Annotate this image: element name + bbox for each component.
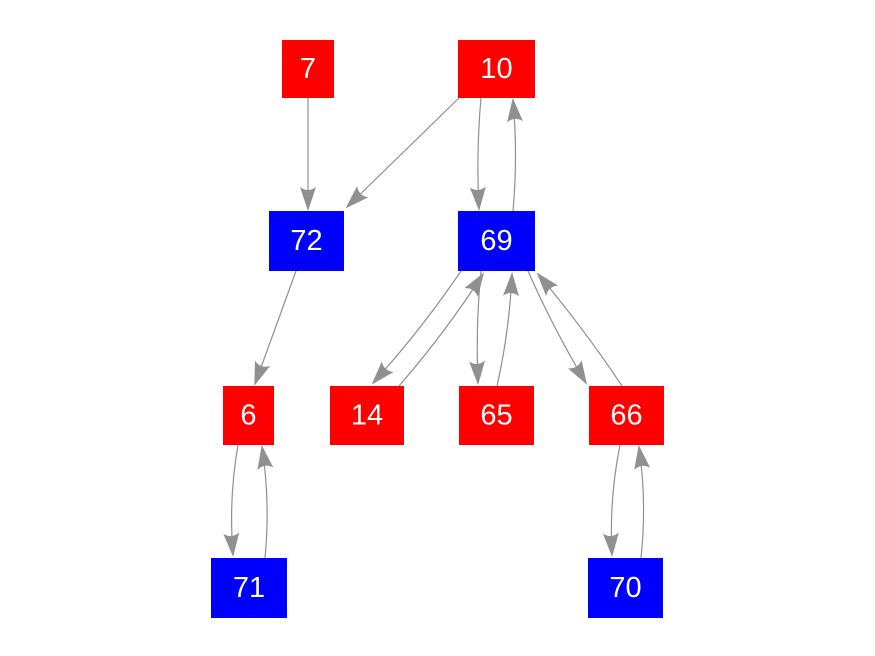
node-69-rect bbox=[458, 211, 535, 271]
node-71-label: 71 bbox=[233, 572, 265, 604]
edge-71-6 bbox=[257, 445, 274, 559]
edge-69-14 bbox=[371, 270, 462, 385]
node-7-label: 7 bbox=[300, 53, 316, 85]
node-6-label: 6 bbox=[240, 400, 256, 432]
edges-layer bbox=[223, 97, 651, 559]
edge-6-71 bbox=[223, 444, 240, 557]
node-70-rect bbox=[588, 558, 663, 618]
edge-69-66 bbox=[527, 270, 588, 385]
node-7-rect bbox=[282, 40, 334, 98]
nodes-layer: 7 10 72 69 6 14 65 66 71 70 bbox=[211, 40, 664, 618]
node-71: 71 bbox=[211, 558, 287, 618]
node-10-rect bbox=[458, 40, 535, 98]
node-14-rect bbox=[330, 386, 404, 445]
node-69-label: 69 bbox=[480, 225, 512, 257]
edge-72-6 bbox=[254, 270, 297, 386]
node-72-label: 72 bbox=[290, 225, 322, 257]
node-69: 69 bbox=[458, 211, 535, 271]
node-6-rect bbox=[223, 386, 274, 445]
edge-69-10 bbox=[507, 98, 523, 212]
node-10-label: 10 bbox=[480, 53, 512, 85]
node-66-label: 66 bbox=[610, 400, 642, 432]
node-14: 14 bbox=[330, 386, 404, 445]
edge-14-69 bbox=[398, 272, 485, 387]
node-65-rect bbox=[459, 386, 534, 445]
node-10: 10 bbox=[458, 40, 535, 98]
edge-10-69 bbox=[469, 97, 486, 211]
node-65: 65 bbox=[459, 386, 534, 445]
edge-65-69 bbox=[496, 272, 520, 387]
node-70: 70 bbox=[588, 558, 663, 618]
edge-70-66 bbox=[634, 445, 651, 559]
node-7: 7 bbox=[282, 40, 334, 98]
node-66-rect bbox=[589, 386, 664, 445]
node-72: 72 bbox=[269, 211, 344, 271]
node-70-label: 70 bbox=[609, 572, 641, 604]
edge-10-72 bbox=[345, 97, 460, 209]
node-65-label: 65 bbox=[480, 400, 512, 432]
node-14-label: 14 bbox=[351, 400, 383, 432]
edge-66-70 bbox=[602, 444, 621, 557]
node-6: 6 bbox=[223, 386, 274, 445]
edge-66-69 bbox=[536, 272, 623, 387]
node-66: 66 bbox=[589, 386, 664, 445]
node-71-rect bbox=[211, 558, 287, 618]
node-72-rect bbox=[269, 211, 344, 271]
edge-69-65 bbox=[469, 270, 486, 385]
